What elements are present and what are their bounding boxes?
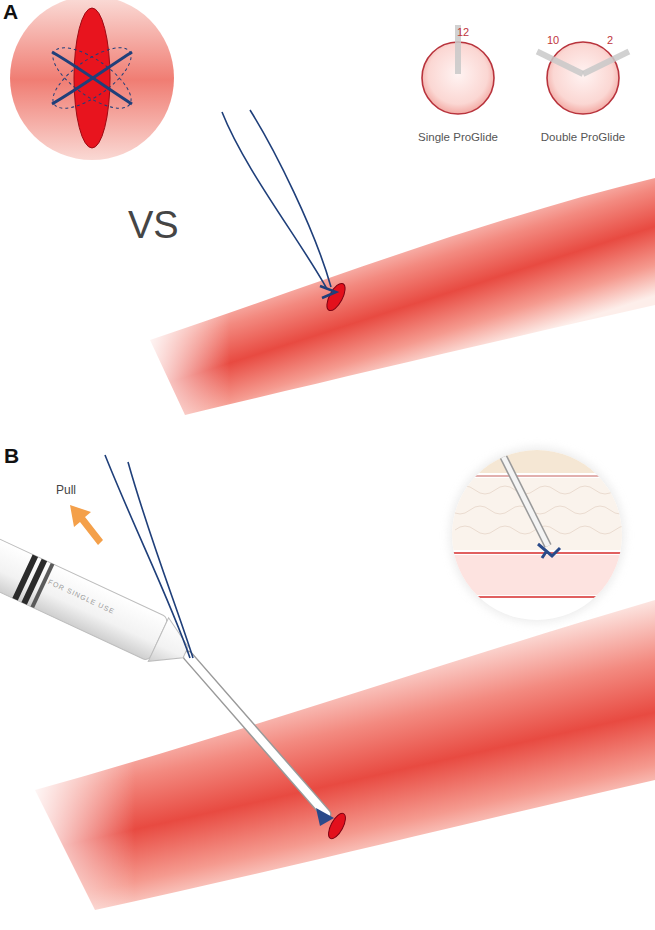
panel-letter: B <box>4 445 19 466</box>
vessel-section <box>547 42 619 114</box>
circle-heading: Double ProGlide <box>541 132 625 144</box>
suture-position <box>583 52 629 75</box>
clock-position: 2 <box>607 35 613 46</box>
clock-position: 12 <box>457 27 469 38</box>
technique-circle: 12Single ProGlide <box>421 41 495 115</box>
action-label: Pull <box>56 484 76 496</box>
comparison-text: VS <box>128 206 179 244</box>
suture-position <box>537 52 583 75</box>
technique-circle: 102Double ProGlide <box>546 41 620 115</box>
circle-heading: Single ProGlide <box>418 132 498 144</box>
circle-outline <box>421 41 495 115</box>
clock-position: 10 <box>547 35 559 46</box>
panel-letter: A <box>3 1 18 22</box>
circle-outline <box>546 41 620 115</box>
